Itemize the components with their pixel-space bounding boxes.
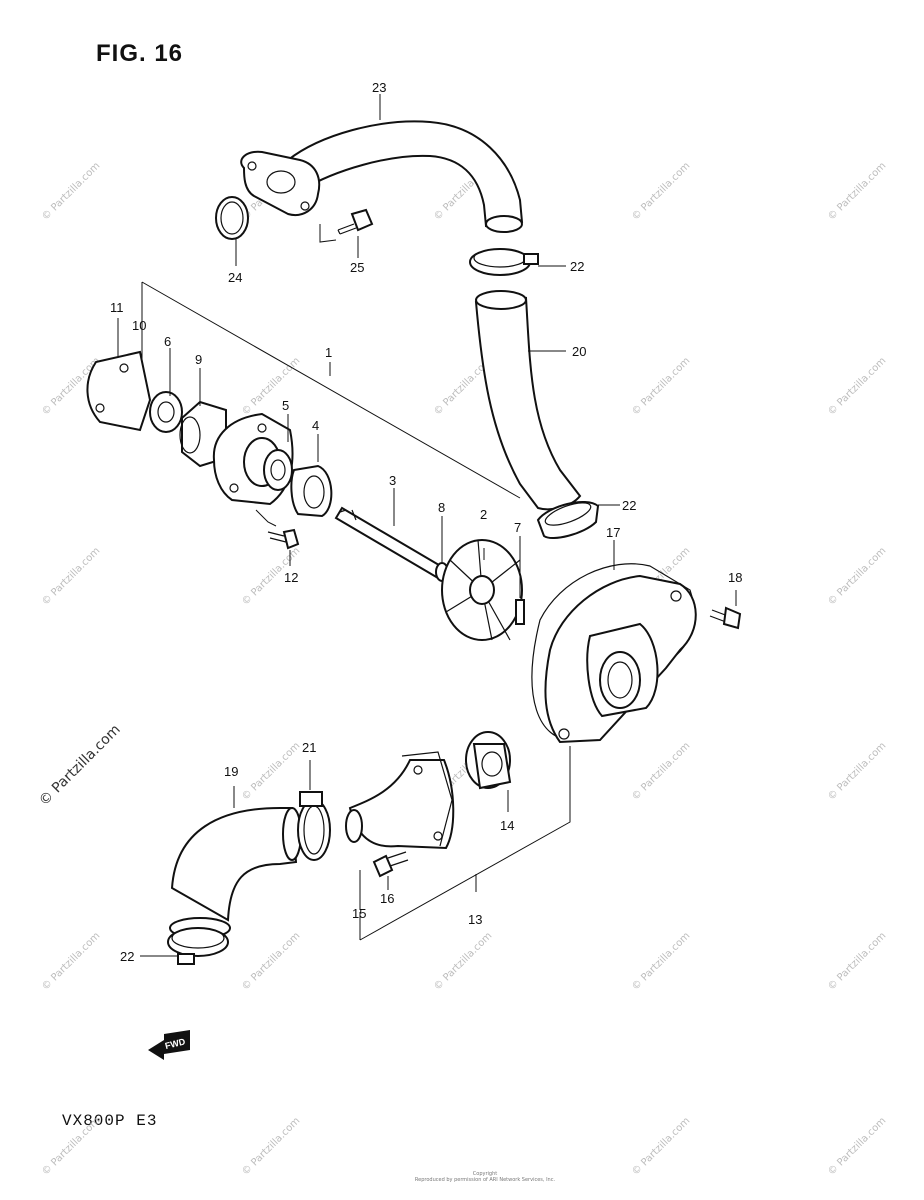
part-number-25: 25 (350, 260, 364, 275)
part-number-8: 8 (438, 500, 445, 515)
bolt-12-drawing (255, 509, 300, 550)
part-number-7: 7 (514, 520, 521, 535)
part-number-9: 9 (195, 352, 202, 367)
part-number-6: 6 (164, 334, 171, 349)
part-number-21: 21 (302, 740, 316, 755)
part-number-12: 12 (284, 570, 298, 585)
part-number-23: 23 (372, 80, 386, 95)
hose-23-drawing (240, 120, 524, 233)
copyright-notice: Copyright Reproduced by permission of AR… (400, 1171, 570, 1183)
part-number-16: 16 (380, 891, 394, 906)
shaft-3-drawing (334, 506, 446, 580)
part-number-13: 13 (468, 912, 482, 927)
part-number-18: 18 (728, 570, 742, 585)
clamp-21-drawing (297, 791, 331, 861)
part-number-17: 17 (606, 525, 620, 540)
copyright-line-1: Copyright (472, 1171, 498, 1177)
pump-cover-drawing (531, 563, 697, 744)
bolt-18-drawing (709, 606, 742, 630)
part-number-3: 3 (389, 473, 396, 488)
leader-lines (117, 94, 737, 957)
pump-housing-drawing (86, 350, 333, 518)
figure-title: FIG. 16 (96, 40, 184, 67)
impeller-2-drawing (441, 539, 523, 641)
elbow-15-drawing (345, 751, 455, 850)
part-number-22b: 22 (622, 498, 636, 513)
pin-7-drawing (515, 599, 525, 625)
fwd-arrow-icon: FWD (148, 1030, 190, 1060)
part-number-2: 2 (480, 507, 487, 522)
clamp-22c-drawing (167, 927, 229, 965)
clamp-22b-drawing (536, 501, 600, 540)
part-number-20: 20 (572, 344, 586, 359)
bolt-25-drawing (319, 208, 374, 243)
part-number-19: 19 (224, 764, 238, 779)
fwd-label: FWD (164, 1036, 187, 1051)
part-number-4: 4 (312, 418, 319, 433)
part-number-14: 14 (500, 818, 514, 833)
hose-20-drawing (474, 290, 582, 511)
part-number-22a: 22 (570, 259, 584, 274)
part-number-10: 10 (132, 318, 146, 333)
hose-19-drawing (169, 807, 302, 939)
model-code: VX800P E3 (62, 1112, 158, 1130)
part-number-1: 1 (325, 345, 332, 360)
clamp-22a-drawing (469, 248, 539, 276)
copyright-line-2: Reproduced by permission of ARI Network … (414, 1177, 556, 1183)
part-number-22c: 22 (120, 949, 134, 964)
thermostat-14-drawing (465, 731, 512, 790)
part-number-5: 5 (282, 398, 289, 413)
part-number-11: 11 (110, 300, 124, 315)
part-number-24: 24 (228, 270, 242, 285)
bolt-16-drawing (372, 851, 409, 878)
part-number-15: 15 (352, 906, 366, 921)
